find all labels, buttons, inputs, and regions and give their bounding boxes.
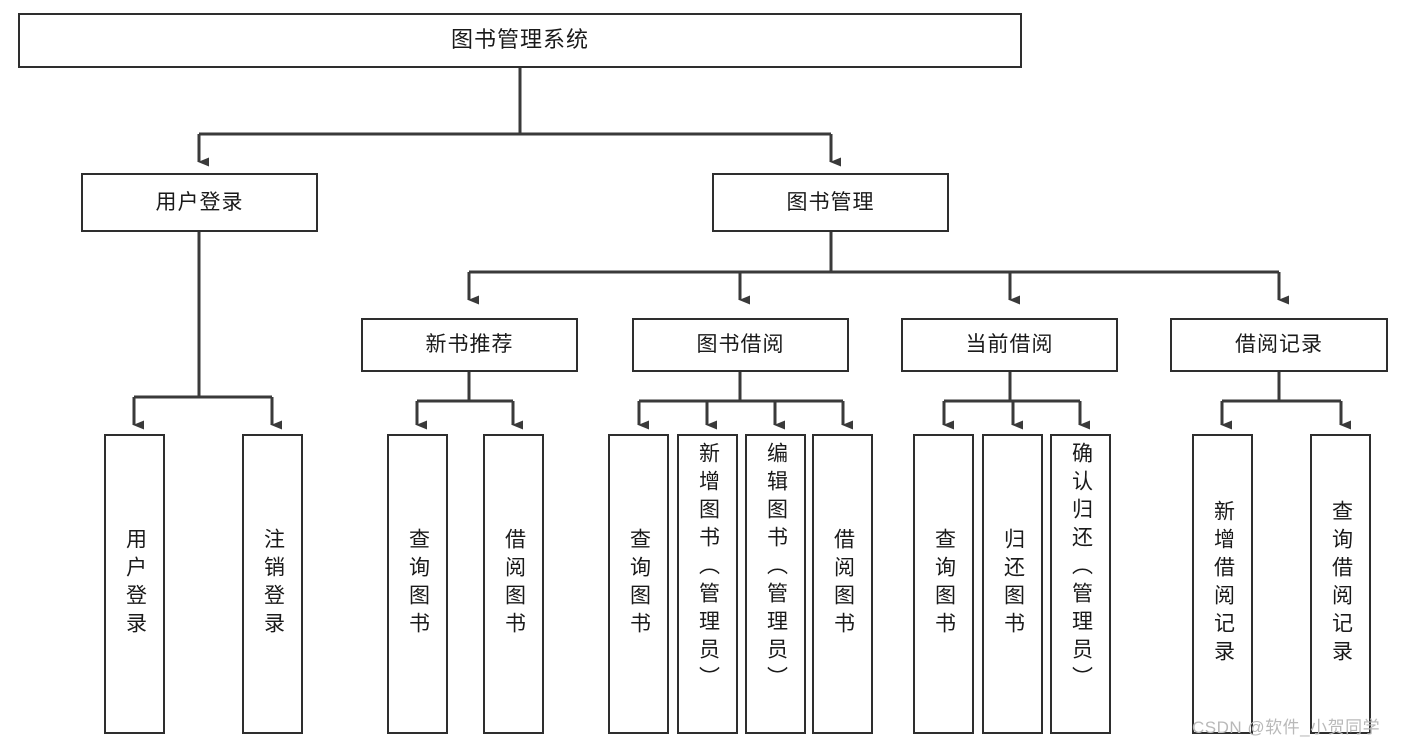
leaf-query-book-1[interactable]: 查询图书 (387, 434, 448, 734)
leaf-borrow-book-2[interactable]: 借阅图书 (812, 434, 873, 734)
leaf-logout-login[interactable]: 注销登录 (242, 434, 303, 734)
node-user-login-label: 用户登录 (155, 190, 244, 214)
leaf-return-book-label: 归还图书 (1001, 528, 1025, 640)
leaf-borrow-book-1[interactable]: 借阅图书 (483, 434, 544, 734)
node-current-borrow[interactable]: 当前借阅 (901, 318, 1118, 372)
node-book-borrow[interactable]: 图书借阅 (632, 318, 849, 372)
leaf-return-book[interactable]: 归还图书 (982, 434, 1043, 734)
leaf-add-borrow-record-label: 新增借阅记录 (1211, 500, 1235, 668)
node-root[interactable]: 图书管理系统 (18, 13, 1022, 68)
leaf-add-book[interactable]: 新增图书（管理员） (677, 434, 738, 734)
leaf-query-book-3[interactable]: 查询图书 (913, 434, 974, 734)
node-current-borrow-label: 当前借阅 (965, 333, 1054, 357)
node-new-book-recommend[interactable]: 新书推荐 (361, 318, 578, 372)
leaf-add-borrow-record[interactable]: 新增借阅记录 (1192, 434, 1253, 734)
leaf-user-login[interactable]: 用户登录 (104, 434, 165, 734)
leaf-query-book-2-label: 查询图书 (627, 528, 651, 640)
leaf-query-book-1-label: 查询图书 (406, 528, 430, 640)
watermark: CSDN @软件_小贺同学 (1192, 718, 1381, 737)
leaf-confirm-return-label: 确认归还（管理员） (1069, 442, 1093, 694)
leaf-confirm-return[interactable]: 确认归还（管理员） (1050, 434, 1111, 734)
leaf-query-borrow-record[interactable]: 查询借阅记录 (1310, 434, 1371, 734)
leaf-borrow-book-2-label: 借阅图书 (831, 528, 855, 640)
leaf-edit-book[interactable]: 编辑图书（管理员） (745, 434, 806, 734)
node-root-label: 图书管理系统 (450, 27, 589, 53)
leaf-add-book-label: 新增图书（管理员） (696, 442, 720, 694)
leaf-borrow-book-1-label: 借阅图书 (502, 528, 526, 640)
leaf-user-login-label: 用户登录 (123, 528, 147, 640)
node-book-management-label: 图书管理 (786, 190, 875, 214)
leaf-edit-book-label: 编辑图书（管理员） (764, 442, 788, 694)
node-borrow-record[interactable]: 借阅记录 (1170, 318, 1388, 372)
node-borrow-record-label: 借阅记录 (1235, 333, 1323, 357)
leaf-logout-login-label: 注销登录 (261, 528, 285, 640)
node-new-book-recommend-label: 新书推荐 (425, 333, 514, 357)
leaf-query-borrow-record-label: 查询借阅记录 (1329, 500, 1353, 668)
leaf-query-book-2[interactable]: 查询图书 (608, 434, 669, 734)
node-book-borrow-label: 图书借阅 (696, 333, 785, 357)
leaf-query-book-3-label: 查询图书 (932, 528, 956, 640)
node-book-management[interactable]: 图书管理 (712, 173, 949, 232)
node-user-login[interactable]: 用户登录 (81, 173, 318, 232)
